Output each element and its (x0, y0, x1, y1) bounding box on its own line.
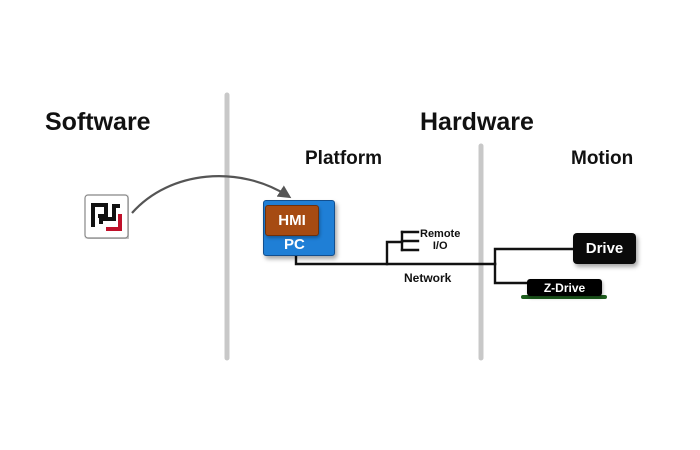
hmi-box: HMI (265, 205, 319, 236)
remote-io-line1: Remote (420, 228, 461, 240)
network-lines (294, 230, 575, 285)
drive-box: Drive (573, 233, 636, 264)
remote-io-label: Remote I/O (420, 228, 460, 252)
remote-io-line2: I/O (432, 240, 448, 252)
z-drive-base (521, 295, 607, 299)
software-logo-icon (84, 194, 129, 239)
z-drive-box: Z-Drive (527, 279, 602, 296)
curved-arrow (131, 175, 292, 214)
network-label: Network (404, 271, 452, 285)
heading-platform: Platform (305, 148, 383, 169)
heading-software: Software (45, 108, 151, 136)
heading-hardware: Hardware (420, 108, 534, 136)
heading-motion: Motion (571, 148, 634, 169)
pc-label: PC (284, 236, 305, 253)
